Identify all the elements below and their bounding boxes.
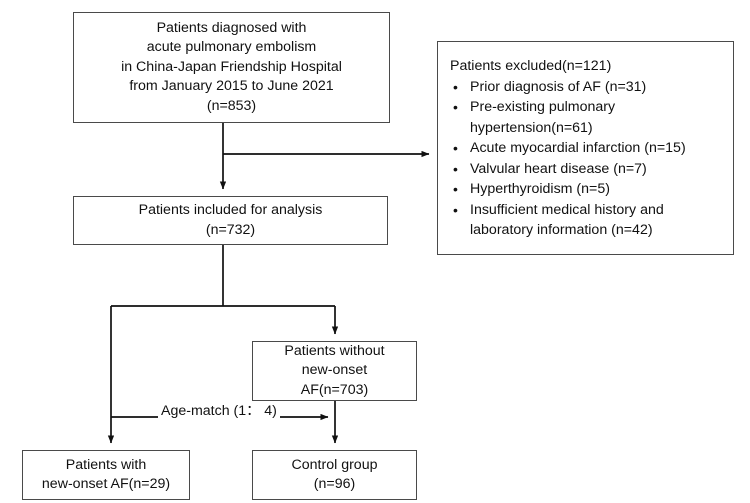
node-included-label: Patients included for analysis [138, 202, 323, 218]
node-patients-without-new-onset-af: Patients without new-onset AF(n=703) [252, 341, 417, 401]
node-included-count: (n=732) [205, 221, 256, 238]
node-control-label: Control group [291, 456, 378, 473]
bullet-icon: • [453, 201, 458, 218]
node-enrolled-cohort: Patients diagnosed with acute pulmonary … [73, 12, 390, 123]
bullet-icon: • [453, 181, 458, 197]
bullet-icon: • [453, 78, 458, 95]
excluded-reason-hyperthyroidism: • Hyperthyroidism (n=5) [448, 179, 723, 200]
node-enrolled-line-3: in China-Japan Friendship Hospital [121, 58, 342, 75]
edge-label-age-match: Age-match (1： 4) [158, 403, 280, 420]
node-enrolled-count: (n=853) [206, 97, 257, 114]
node-enrolled-line-2: acute pulmonary embolism [146, 39, 317, 56]
node-without-af-line-2: new-onset [301, 362, 368, 379]
node-enrolled-line-4: from January 2015 to June 2021 [129, 78, 334, 95]
node-without-af-count: AF(n=703) [300, 381, 369, 398]
bullet-icon: • [453, 160, 458, 177]
node-control-count: (n=96) [313, 476, 356, 492]
excluded-reason-text-cont: laboratory information (n=42) [470, 222, 653, 238]
bullet-icon: • [453, 99, 458, 115]
excluded-reason-text: Hyperthyroidism (n=5) [470, 181, 610, 197]
excluded-reason-valvular-heart-disease: • Valvular heart disease (n=7) [448, 159, 723, 180]
node-included-for-analysis: Patients included for analysis (n=732) [73, 196, 388, 245]
node-with-af-line-1: Patients with [65, 456, 147, 473]
excluded-reason-pulmonary-hypertension: • Pre-existing pulmonary hypertension(n=… [448, 97, 723, 138]
excluded-reason-myocardial-infarction: • Acute myocardial infarction (n=15) [448, 138, 723, 159]
node-enrolled-line-1: Patients diagnosed with [156, 19, 307, 36]
excluded-reason-text: Valvular heart disease (n=7) [470, 160, 647, 177]
excluded-reason-insufficient-records: • Insufficient medical history and labor… [448, 200, 723, 241]
excluded-reason-prior-af: • Prior diagnosis of AF (n=31) [448, 77, 723, 98]
excluded-reason-list: • Prior diagnosis of AF (n=31) • Pre-exi… [448, 77, 723, 241]
node-with-af-count: new-onset AF(n=29) [41, 476, 171, 492]
node-patients-with-new-onset-af: Patients with new-onset AF(n=29) [22, 450, 190, 500]
excluded-reason-text: Pre-existing pulmonary [470, 99, 616, 115]
bullet-icon: • [453, 140, 458, 156]
excluded-reason-text: Acute myocardial infarction (n=15) [470, 140, 686, 156]
node-excluded-patients: Patients excluded(n=121) • Prior diagnos… [437, 41, 734, 255]
excluded-reason-text: Insufficient medical history and [470, 201, 664, 218]
node-control-group: Control group (n=96) [252, 450, 417, 500]
excluded-reason-text-cont: hypertension(n=61) [470, 119, 593, 136]
node-without-af-line-1: Patients without [284, 342, 385, 359]
excluded-heading: Patients excluded(n=121) [450, 58, 612, 74]
excluded-reason-text: Prior diagnosis of AF (n=31) [470, 78, 647, 95]
